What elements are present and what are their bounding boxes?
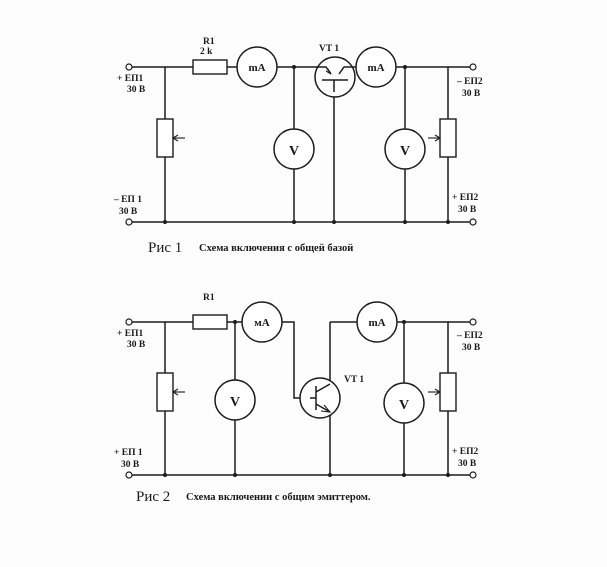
fig2-left-top-label: + EП1: [117, 329, 144, 339]
fig1-resistor-label: R1: [203, 37, 215, 47]
fig2-left-top-voltage: 30 В: [127, 340, 146, 350]
fig2-junction: [233, 320, 237, 324]
figure-2-common-emitter: R1 мA mA V V VT 1 +: [114, 293, 483, 505]
fig2-junction: [446, 473, 450, 477]
fig2-voltmeter-left: [214, 379, 256, 421]
fig2-transistor-label: VT 1: [344, 375, 364, 385]
fig2-junction: [233, 473, 237, 477]
fig2-voltmeter-right-label: V: [399, 398, 409, 413]
fig2-junction: [163, 473, 167, 477]
fig1-junction: [446, 220, 450, 224]
fig1-milliammeter-left: [236, 46, 278, 88]
fig1-wire-right-top: [396, 66, 449, 119]
fig1-terminal-left-top: [125, 63, 133, 71]
fig2-pot-left-wiper-arrow: [171, 388, 179, 396]
fig2-terminal-left-bottom: [125, 471, 133, 479]
fig1-junction: [403, 220, 407, 224]
fig2-voltmeter-left-label: V: [230, 395, 240, 410]
fig1-milliammeter-right-label: mA: [367, 62, 384, 74]
fig2-right-bottom-label: + EП2: [452, 447, 479, 457]
fig2-milliammeter-left-label: мA: [254, 317, 269, 329]
fig2-left-bottom-label: + EП 1: [114, 448, 143, 458]
fig1-terminal-right-top: [469, 63, 477, 71]
fig2-terminal-right-top: [469, 318, 477, 326]
fig2-right-top-voltage: 30 В: [462, 343, 481, 353]
fig2-resistor-label: R1: [203, 293, 215, 303]
fig2-pot-right-wiper-arrow: [434, 388, 442, 396]
figure-1-common-base: R1 2 k mA mA V V VT 1: [113, 37, 483, 256]
fig1-junction: [292, 220, 296, 224]
fig1-transistor-label: VT 1: [319, 44, 339, 54]
fig2-transistor-vt1: [299, 377, 341, 419]
fig1-pot-left-wiper-arrow: [171, 134, 179, 142]
fig1-junction: [403, 65, 407, 69]
fig1-milliammeter-left-label: mA: [248, 62, 265, 74]
fig1-voltmeter-left-label: V: [289, 144, 299, 159]
fig2-milliammeter-left: [241, 301, 283, 343]
fig1-caption-text: Схема включения с общей базой: [199, 243, 353, 254]
fig1-left-bottom-voltage: 30 В: [119, 207, 138, 217]
fig1-voltmeter-right-label: V: [400, 144, 410, 159]
fig2-terminal-right-bottom: [469, 471, 477, 479]
fig1-potentiometer-left: [156, 118, 174, 158]
fig2-right-top-label: – EП2: [456, 331, 483, 341]
fig2-milliammeter-right: [356, 301, 398, 343]
fig2-potentiometer-left: [156, 372, 174, 412]
fig1-resistor-value: 2 k: [200, 47, 213, 57]
fig2-junction: [402, 473, 406, 477]
fig2-potentiometer-right: [439, 372, 457, 412]
fig2-caption-number: Рис 2: [136, 489, 170, 505]
fig1-right-bottom-label: + EП2: [452, 193, 479, 203]
fig1-voltmeter-left: [273, 128, 315, 170]
fig1-caption-number: Рис 1: [148, 240, 182, 256]
fig1-right-top-voltage: 30 В: [462, 89, 481, 99]
fig1-voltmeter-right: [384, 128, 426, 170]
fig2-terminal-left-top: [125, 318, 133, 326]
fig1-left-bottom-label: – EП 1: [113, 195, 142, 205]
fig1-transistor-vt1: [314, 56, 356, 98]
fig2-left-bottom-voltage: 30 В: [121, 460, 140, 470]
fig1-potentiometer-right: [439, 118, 457, 158]
fig2-junction: [402, 320, 406, 324]
fig1-left-top-voltage: 30 В: [127, 85, 146, 95]
fig1-resistor-r1: [192, 59, 228, 75]
fig2-voltmeter-right: [383, 382, 425, 424]
fig1-left-top-label: + EП1: [117, 74, 144, 84]
fig2-caption-text: Схема включении с общим эмиттером.: [186, 492, 371, 503]
fig1-junction: [332, 220, 336, 224]
fig1-terminal-right-bottom: [469, 218, 477, 226]
fig1-junction: [163, 220, 167, 224]
fig2-right-bottom-voltage: 30 В: [458, 459, 477, 469]
fig2-resistor-r1: [192, 314, 228, 330]
fig2-junction: [328, 473, 332, 477]
fig1-terminal-left-bottom: [125, 218, 133, 226]
fig1-pot-right-wiper-arrow: [434, 134, 442, 142]
fig1-junction: [292, 65, 296, 69]
fig1-right-top-label: – EП2: [456, 77, 483, 87]
fig1-right-bottom-voltage: 30 В: [458, 205, 477, 215]
fig2-milliammeter-right-label: mA: [368, 317, 385, 329]
fig1-milliammeter-right: [355, 46, 397, 88]
